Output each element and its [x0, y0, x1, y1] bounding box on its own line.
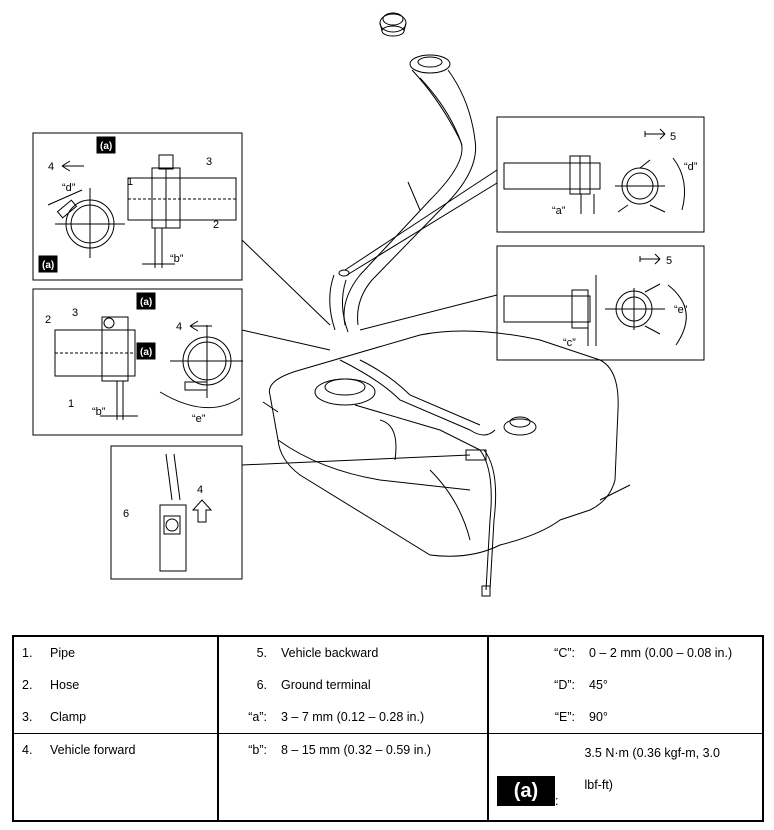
callout-4: 4 [197, 484, 203, 496]
callout-1: 1 [127, 176, 133, 188]
fuel-cap [379, 12, 407, 37]
legend-item: “E”:90° [554, 710, 608, 724]
torque-wrench-icon: (a) [497, 776, 555, 806]
legend-item: “a”:3 – 7 mm (0.12 – 0.28 in.) [248, 710, 425, 724]
legend-item: “b”:8 – 15 mm (0.32 – 0.59 in.) [248, 743, 432, 757]
callout-e: “e” [192, 413, 206, 425]
filler-neck [329, 54, 477, 333]
callout-3: 3 [206, 156, 212, 168]
callout-e: “e” [674, 304, 688, 316]
svg-text:(a): (a) [100, 141, 112, 152]
legend-item: “C”:0 – 2 mm (0.00 – 0.08 in.) [554, 646, 733, 660]
callout-5: 5 [666, 255, 672, 267]
callout-d: “d” [684, 161, 698, 173]
legend-table: 1.Pipe 5.Vehicle backward “C”:0 – 2 mm (… [12, 635, 764, 822]
callout-2: 2 [213, 219, 219, 231]
fuel-tank-diagram: (a) (a) (a) (a) 3 1 2 4 “d” “b” 2 3 4 1 … [32, 12, 705, 597]
legend-item: 6.Ground terminal [256, 678, 371, 692]
callout-b: “b” [170, 253, 184, 265]
legend-item: 2.Hose [22, 678, 80, 692]
legend-item: 3.Clamp [22, 710, 87, 724]
svg-text:(a): (a) [42, 260, 54, 271]
callout-5: 5 [670, 131, 676, 143]
torque-spec: (a) : 3.5 N·m (0.36 kgf-m, 3.0 lbf-ft) [489, 734, 762, 808]
callout-b: “b” [92, 406, 106, 418]
legend-item: 4.Vehicle forward [22, 743, 136, 757]
callout-d: “d” [62, 182, 76, 194]
svg-text:(a): (a) [140, 347, 152, 358]
detail-box-ground-terminal [110, 445, 243, 580]
legend-item: 5.Vehicle backward [256, 646, 379, 660]
callout-6: 6 [123, 508, 129, 520]
callout-1: 1 [68, 398, 74, 410]
legend-item: 1.Pipe [22, 646, 76, 660]
detail-box-pipe-right-a [496, 116, 705, 233]
detail-box-clamp-forward [32, 132, 243, 281]
callout-c: “c” [563, 337, 576, 349]
fuel-tank [262, 330, 631, 597]
callout-4: 4 [48, 161, 54, 173]
detail-box-pipe-right-c [496, 245, 705, 361]
callout-2: 2 [45, 314, 51, 326]
svg-text:(a): (a) [140, 297, 152, 308]
callout-3: 3 [72, 307, 78, 319]
detail-box-clamp-angle-e [32, 288, 243, 436]
callout-4: 4 [176, 321, 182, 333]
callout-a: “a” [552, 205, 566, 217]
legend-item: “D”:45° [554, 678, 608, 692]
leader-lines [241, 169, 498, 466]
